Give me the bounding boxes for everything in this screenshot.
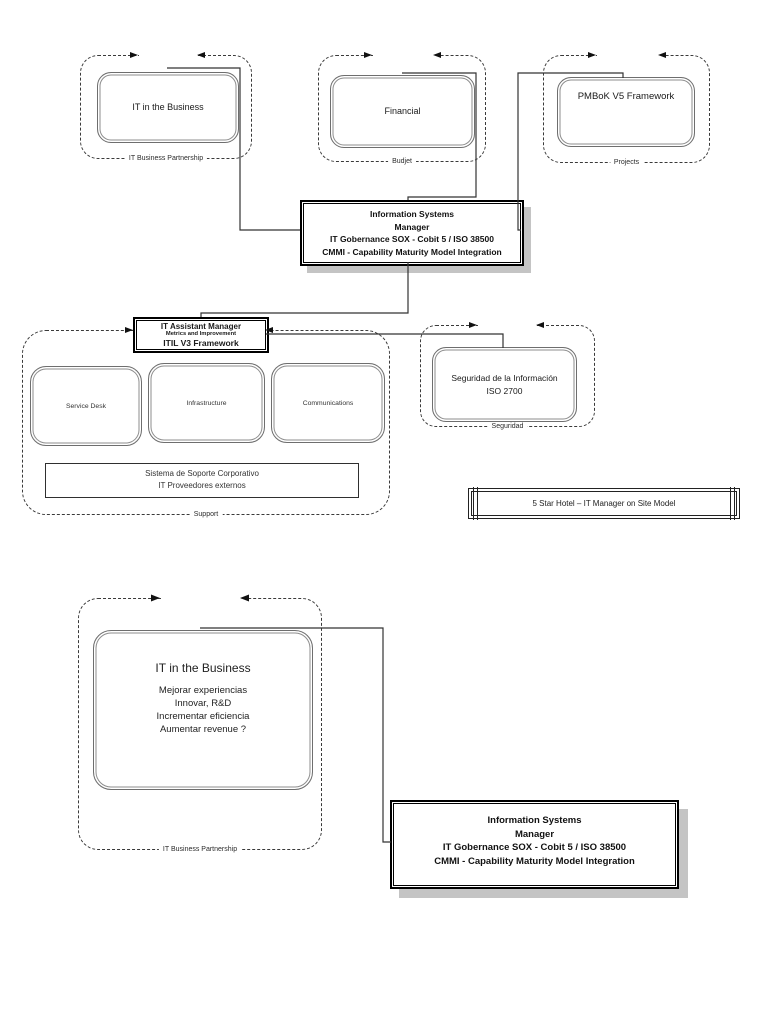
assistant-line-1: IT Assistant Manager	[160, 322, 242, 331]
connector-manager-to-assistant	[200, 262, 409, 317]
node-label: IT in the Business	[132, 102, 204, 112]
node-sistema-soporte: Sistema de Soporte Corporativo IT Provee…	[45, 463, 359, 498]
border-gap	[161, 596, 241, 602]
seguridad-line-2: ISO 2700	[486, 385, 523, 396]
group-label-projects: Projects	[609, 158, 644, 167]
assistant-line-2: Metrics and Improvement	[165, 331, 237, 337]
node-label: Infrastructure	[186, 399, 227, 407]
border-gap	[597, 53, 659, 59]
banner-5-star-hotel: 5 Star Hotel – IT Manager on Site Model	[468, 487, 740, 520]
group-label-seguridad: Seguridad	[487, 422, 528, 431]
border-gap	[373, 53, 434, 59]
detail-line-3: Incrementar eficiencia	[156, 711, 250, 722]
manager-line-3: IT Gobernance SOX - Cobit 5 / ISO 38500	[330, 234, 494, 244]
group-label-it-business-partnership-bottom: IT Business Partnership	[158, 845, 242, 854]
node-label: Service Desk	[65, 402, 107, 410]
banner-text: 5 Star Hotel – IT Manager on Site Model	[532, 499, 676, 508]
manager-line-2: Manager	[514, 828, 555, 840]
border-gap	[139, 53, 198, 59]
node-label: Financial	[384, 106, 421, 116]
seguridad-line-1: Seguridad de la Información	[451, 372, 558, 383]
node-seguridad-informacion: Seguridad de la Información ISO 2700	[432, 347, 577, 422]
manager-line-1: Information Systems	[487, 815, 582, 826]
node-information-systems-manager-top: Information Systems Manager IT Gobernanc…	[300, 200, 524, 266]
banner-endcap-right	[730, 487, 735, 520]
manager-line-1: Information Systems	[369, 209, 455, 219]
manager-line-3: IT Gobernance SOX - Cobit 5 / ISO 38500	[442, 842, 627, 853]
group-label-budjet: Budjet	[388, 157, 416, 166]
manager-line-4: CMMI - Capability Maturity Model Integra…	[322, 246, 502, 257]
node-pmbok-v5-framework: PMBoK V5 Framework	[557, 77, 695, 147]
banner-endcap-left	[473, 487, 478, 520]
detail-line-4: Aumentar revenue ?	[159, 724, 247, 735]
detail-line-1: Mejorar experiencias	[158, 685, 248, 696]
manager-line-4: CMMI - Capability Maturity Model Integra…	[434, 855, 635, 867]
node-title: IT in the Business	[155, 661, 251, 675]
node-communications: Communications	[271, 363, 385, 443]
group-label-support: Support	[189, 510, 223, 519]
node-infrastructure: Infrastructure	[148, 363, 265, 443]
assistant-line-3: ITIL V3 Framework	[163, 338, 239, 348]
node-it-in-the-business-bottom: IT in the Business Mejorar experiencias …	[93, 630, 313, 790]
sistema-line-1: Sistema de Soporte Corporativo	[145, 469, 259, 478]
sistema-line-2: IT Proveedores externos	[158, 481, 246, 490]
node-it-in-the-business-top: IT in the Business	[97, 72, 239, 143]
node-service-desk: Service Desk	[30, 366, 142, 446]
node-label: Communications	[302, 399, 354, 407]
group-label-it-business-partnership: IT Business Partnership	[124, 154, 208, 163]
border-gap	[478, 323, 537, 329]
detail-line-2: Innovar, R&D	[174, 698, 232, 709]
manager-line-2: Manager	[394, 221, 430, 232]
node-it-assistant-manager: IT Assistant Manager Metrics and Improve…	[133, 317, 269, 353]
group-seguridad: Seguridad	[420, 323, 595, 431]
node-financial: Financial	[330, 75, 475, 148]
node-label: PMBoK V5 Framework	[577, 91, 675, 102]
node-information-systems-manager-bottom: Information Systems Manager IT Gobernanc…	[390, 800, 679, 889]
